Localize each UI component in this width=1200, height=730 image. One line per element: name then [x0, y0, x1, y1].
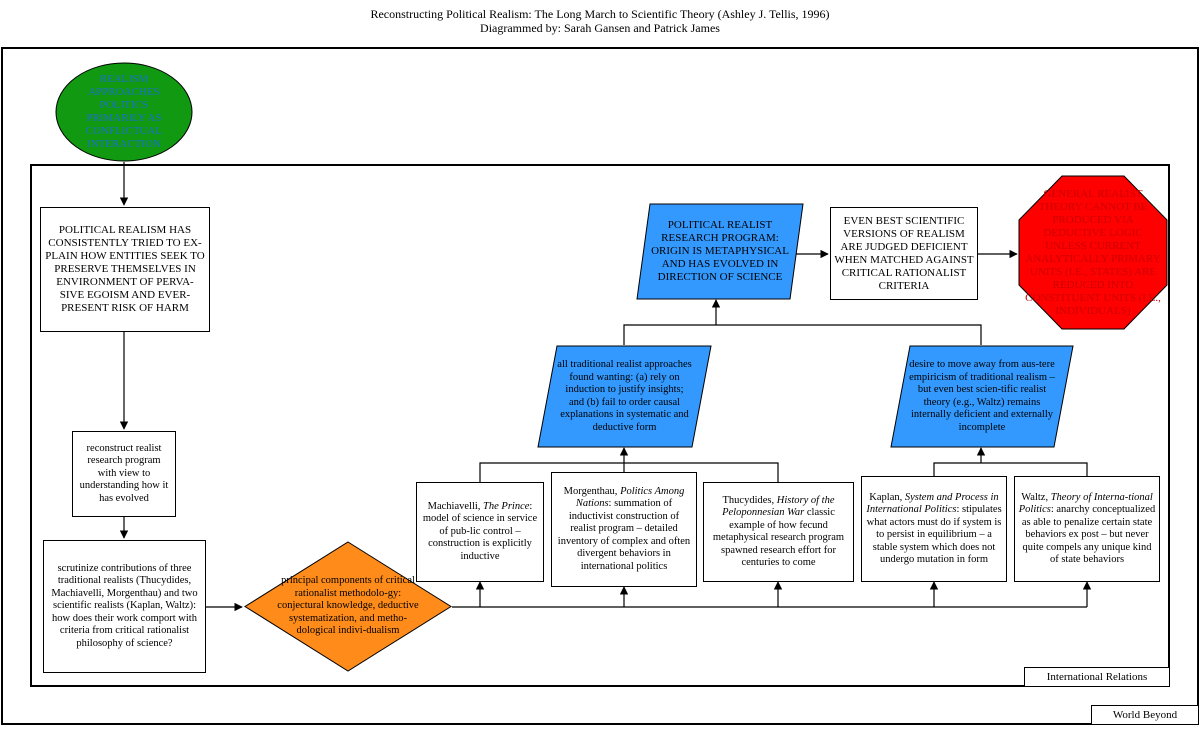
- reconstruct-text: reconstruct realist research program wit…: [79, 442, 169, 504]
- machiavelli-desc: : model of science in service of pub-lic…: [422, 500, 538, 562]
- machiavelli-box: Machiavelli, The Prince: model of scienc…: [416, 482, 544, 582]
- thucydides-author: Thucydides,: [722, 494, 777, 506]
- consistently-box: POLITICAL REALISM HAS CONSISTENTLY TRIED…: [40, 207, 210, 332]
- principal-components-text: principal components of critical rationa…: [277, 575, 419, 637]
- scrutinize-text: scrutinize contributions of three tradit…: [51, 562, 198, 649]
- research-program-text: POLITICAL REALIST RESEARCH PROGRAM: ORIG…: [651, 219, 789, 283]
- morgenthau-work: Politics Among Nations: [575, 485, 685, 510]
- world-beyond-label: World Beyond: [1091, 705, 1199, 725]
- morgenthau-box: Morgenthau, Politics Among Nations: summ…: [551, 472, 697, 587]
- consistently-text: POLITICAL REALISM HAS CONSISTENTLY TRIED…: [45, 224, 205, 314]
- waltz-work: Theory of Interna-tional Politics: [1018, 491, 1153, 516]
- blue-parallelogram-shape: [636, 203, 804, 300]
- traditional-found-wanting-text: all traditional realist approaches found…: [557, 359, 692, 433]
- thucydides-text: Thucydides, History of the Peloponnesian…: [707, 495, 850, 570]
- machiavelli-text: Machiavelli, The Prince: model of scienc…: [420, 501, 540, 564]
- kaplan-author: Kaplan,: [869, 491, 905, 503]
- kaplan-work: System and Process in International Poli…: [866, 491, 999, 516]
- world-beyond-frame: [1, 47, 1199, 725]
- kaplan-text: Kaplan, System and Process in Internatio…: [865, 492, 1003, 567]
- morgenthau-author: Morgenthau,: [563, 485, 621, 497]
- traditional-merge-line: [479, 462, 779, 482]
- green-ellipse-shape: [55, 62, 193, 162]
- morgenthau-desc: : summation of inductivist construction …: [557, 498, 691, 572]
- waltz-desc: : anarchy conceptualized as able to pena…: [1021, 504, 1156, 565]
- orange-diamond-shape: [244, 541, 452, 672]
- thucydides-work: History of the Peloponnesian War: [722, 494, 835, 519]
- general-theory-text: GENERAL REALIST THEORY CANNOT BE PRODUCE…: [1025, 187, 1161, 317]
- machiavelli-work: The Prince: [483, 500, 530, 512]
- diagram-title: Reconstructing Political Realism: The Lo…: [370, 7, 830, 21]
- general-theory-node: GENERAL REALIST THEORY CANNOT BE PRODUCE…: [1018, 175, 1168, 330]
- red-octagon-shape: [1018, 175, 1168, 330]
- judged-deficient-text: EVEN BEST SCIENTIFIC VERSIONS OF REALISM…: [834, 214, 974, 292]
- traditional-found-wanting-node: all traditional realist approaches found…: [537, 345, 712, 448]
- thucydides-box: Thucydides, History of the Peloponnesian…: [703, 482, 854, 582]
- blue-parallelogram-shape: [537, 345, 712, 448]
- international-relations-frame: [30, 164, 1170, 687]
- waltz-text: Waltz, Theory of Interna-tional Politics…: [1017, 492, 1157, 567]
- international-relations-label: International Relations: [1024, 667, 1170, 687]
- realism-start-text: REALISM APPROACHES POLITICS PRIMARILY AS…: [85, 73, 163, 150]
- research-program-node: POLITICAL REALIST RESEARCH PROGRAM: ORIG…: [636, 203, 804, 300]
- morgenthau-text: Morgenthau, Politics Among Nations: summ…: [555, 486, 693, 574]
- judged-deficient-box: EVEN BEST SCIENTIFIC VERSIONS OF REALISM…: [830, 207, 978, 300]
- desire-move-away-text: desire to move away from aus-tere empiri…: [909, 359, 1055, 433]
- kaplan-box: Kaplan, System and Process in Internatio…: [861, 476, 1007, 582]
- kaplan-desc: : stipulates what actors must do if syst…: [866, 504, 1002, 565]
- blue-parallelogram-shape: [890, 345, 1074, 448]
- waltz-author: Waltz,: [1021, 491, 1051, 503]
- waltz-box: Waltz, Theory of Interna-tional Politics…: [1014, 476, 1160, 582]
- realism-start-node: REALISM APPROACHES POLITICS PRIMARILY AS…: [55, 62, 193, 162]
- diagram-credits: Diagrammed by: Sarah Gansen and Patrick …: [480, 21, 720, 35]
- scrutinize-box: scrutinize contributions of three tradit…: [43, 540, 206, 673]
- scientific-merge-line: [933, 462, 1088, 476]
- principal-components-node: principal components of critical rationa…: [244, 541, 452, 672]
- program-merge-line: [623, 324, 982, 345]
- desire-move-away-node: desire to move away from aus-tere empiri…: [890, 345, 1074, 448]
- thucydides-desc: classic example of how fecund metaphysic…: [712, 507, 845, 568]
- reconstruct-box: reconstruct realist research program wit…: [72, 431, 176, 517]
- machiavelli-author: Machiavelli,: [427, 500, 484, 512]
